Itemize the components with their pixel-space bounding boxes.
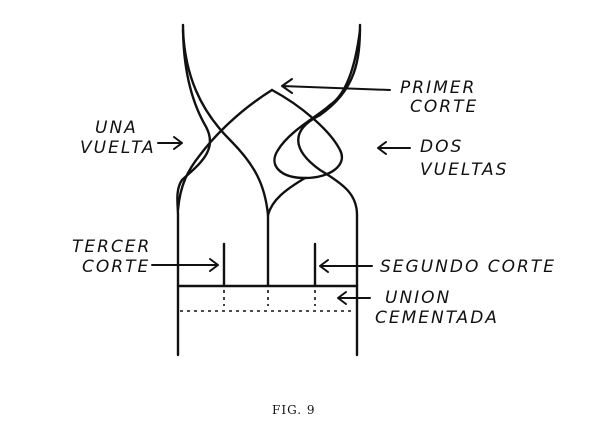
label-tercer-corte-line1: TERCER [72, 237, 151, 257]
label-segundo-corte: SEGUNDO CORTE [380, 257, 556, 277]
label-dos-vueltas-line1: DOS [420, 137, 463, 157]
label-primer-corte-line2: CORTE [410, 97, 478, 117]
dos-vueltas-loop [270, 28, 362, 180]
dos-vueltas-strand [266, 176, 307, 217]
union-cementada-arrow [337, 291, 371, 305]
una-vuelta-arrow [157, 136, 183, 150]
label-dos-vueltas-line2: VUELTAS [420, 160, 508, 180]
label-tercer-corte-line2: CORTE [82, 257, 150, 277]
left-strip-edge [176, 23, 212, 357]
right-strip-edge [297, 23, 362, 357]
una-vuelta-strand-b [176, 88, 274, 212]
label-primer-corte-line1: PRIMER [400, 78, 476, 98]
label-union-cementada-line2: CEMENTADA [375, 308, 499, 328]
primer-corte-arrow [281, 78, 391, 94]
una-vuelta-strand-a [181, 28, 270, 287]
tercer-corte-arrow [151, 258, 219, 272]
label-union-cementada-line1: UNION [385, 288, 451, 308]
segundo-corte-arrow [319, 259, 373, 273]
label-una-vuelta-line1: UNA [95, 118, 138, 138]
figure-caption: FIG. 9 [272, 403, 316, 417]
label-una-vuelta-line2: VUELTA [80, 138, 156, 158]
dos-vueltas-arrow [377, 141, 411, 155]
